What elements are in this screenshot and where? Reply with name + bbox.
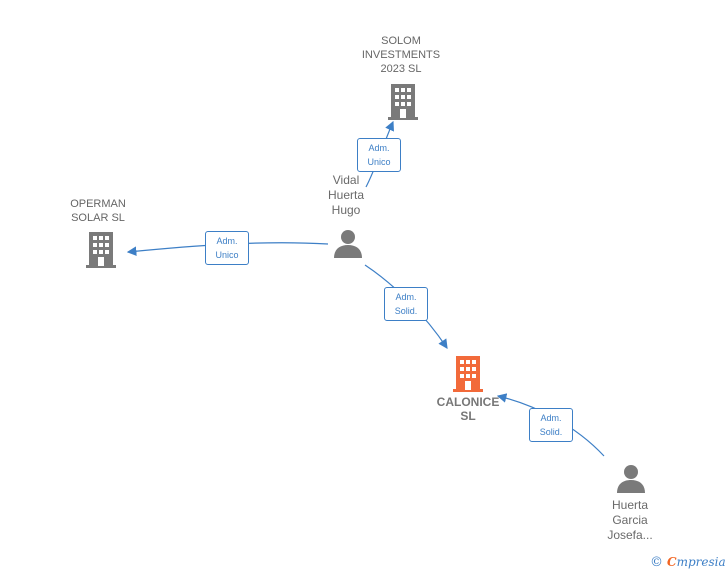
building-icon[interactable]: [86, 232, 116, 268]
building-icon[interactable]: [388, 84, 418, 120]
edge-label-huerta-calonice[interactable]: Adm. Solid.: [529, 408, 573, 442]
person-icon[interactable]: [333, 229, 363, 259]
building-icon-main[interactable]: [453, 356, 483, 392]
copyright-symbol: ©: [650, 555, 663, 570]
person-label-vidal[interactable]: Vidal Huerta Hugo: [327, 173, 365, 217]
company-label-operman[interactable]: OPERMAN SOLAR SL: [70, 198, 126, 224]
brand-name: mpresia: [676, 555, 726, 569]
empresia-logo[interactable]: © Cmpresia: [650, 555, 726, 570]
company-label-solom[interactable]: SOLOM INVESTMENTS 2023 SL: [361, 35, 441, 75]
edge-label-vidal-calonice[interactable]: Adm. Solid.: [384, 287, 428, 321]
brand-initial: C: [667, 555, 677, 569]
company-label-calonice[interactable]: CALONICE SL: [436, 395, 500, 423]
person-icon[interactable]: [616, 464, 646, 494]
person-label-huerta-garcia[interactable]: Huerta Garcia Josefa...: [607, 498, 653, 542]
edge-label-vidal-operman[interactable]: Adm. Unico: [205, 231, 249, 265]
edge-label-vidal-solom[interactable]: Adm. Unico: [357, 138, 401, 172]
